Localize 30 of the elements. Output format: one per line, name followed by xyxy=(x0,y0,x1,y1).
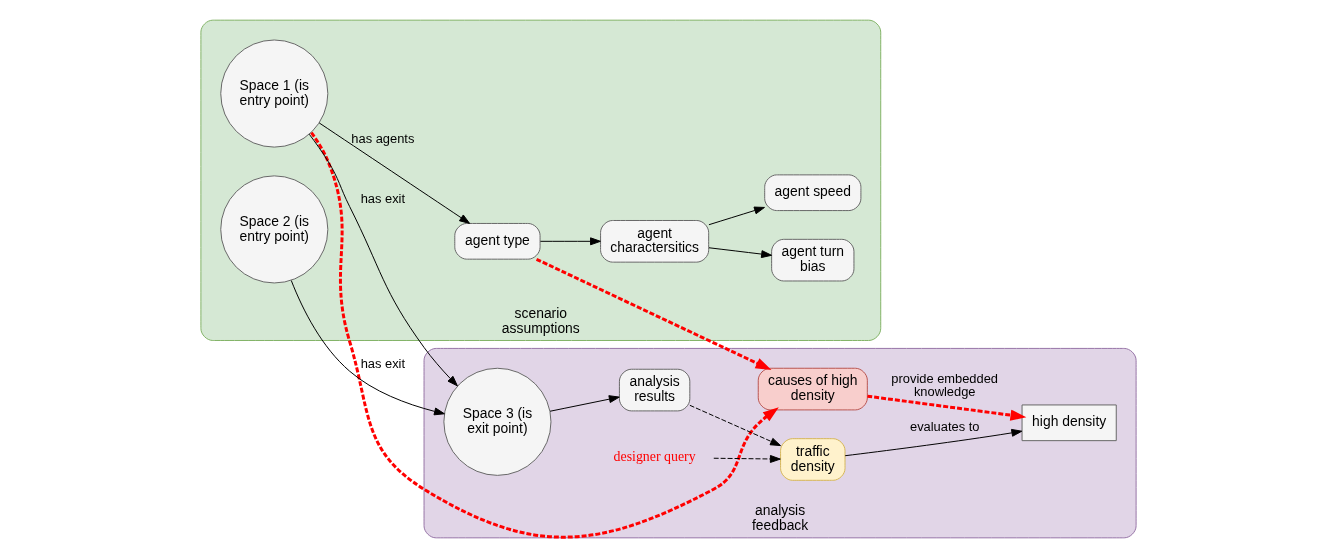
arrow xyxy=(707,247,772,259)
arrow xyxy=(844,428,1022,457)
node-box: agent type xyxy=(453,222,541,260)
arrow xyxy=(535,257,771,371)
arrow xyxy=(309,131,779,539)
edge-label: has exit xyxy=(360,191,405,207)
arrow xyxy=(688,404,781,447)
arrow xyxy=(707,206,765,226)
node-box: causes of high density xyxy=(757,367,868,411)
arrow xyxy=(290,280,445,416)
node-box: high density xyxy=(1021,404,1117,442)
arrow xyxy=(539,237,601,246)
node-circle: Space 3 (is exit point) xyxy=(442,367,551,476)
arrow xyxy=(866,394,1026,421)
edge-label: has agents xyxy=(350,130,414,146)
edge-label: evaluates to xyxy=(909,419,979,435)
edge-label: provide embedded knowledge xyxy=(890,370,998,400)
node-box: traffic density xyxy=(779,438,846,481)
arrow xyxy=(308,133,458,387)
node-text: designer query xyxy=(613,449,696,465)
node-box: analysis results xyxy=(618,368,690,412)
edge-label: has exit xyxy=(360,355,405,371)
node-box: agent charactersitics xyxy=(599,220,709,263)
node-box: agent turn bias xyxy=(770,238,854,282)
arrow xyxy=(549,395,620,412)
node-circle: Space 1 (is entry point) xyxy=(219,39,328,148)
arrow xyxy=(712,455,781,463)
arrow xyxy=(318,122,470,224)
node-circle: Space 2 (is entry point) xyxy=(219,175,328,284)
node-box: agent speed xyxy=(763,174,861,212)
